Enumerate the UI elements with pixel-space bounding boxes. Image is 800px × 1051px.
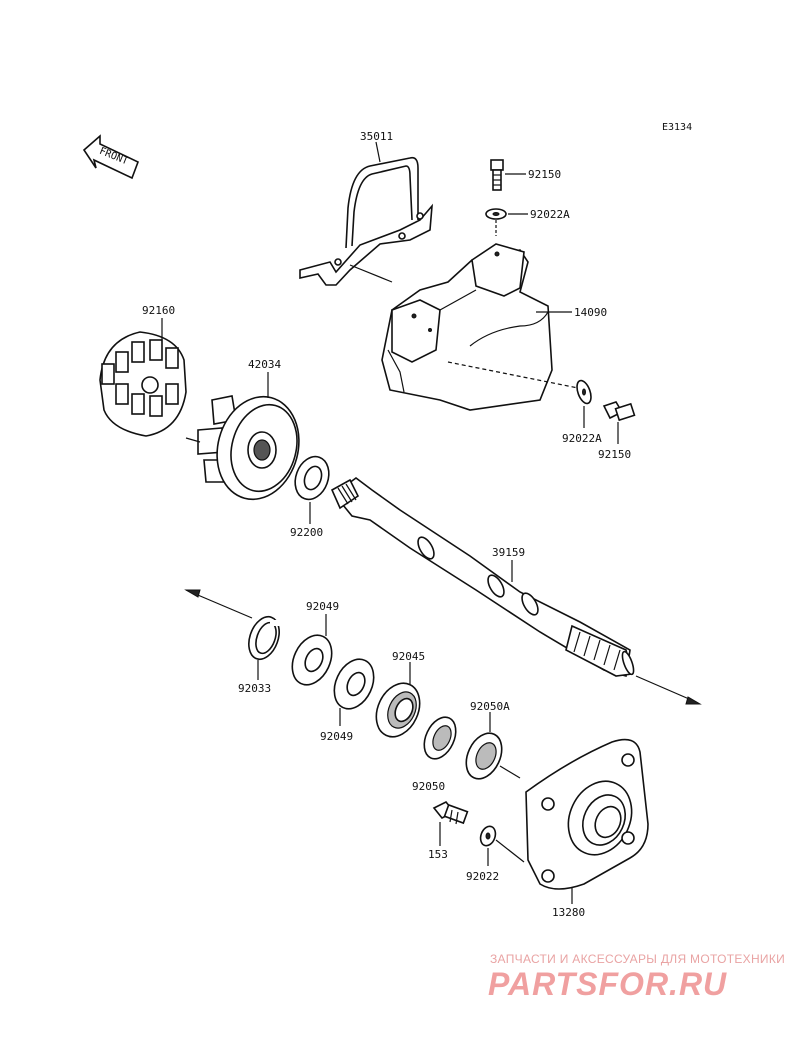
- bearing-92045: [375, 682, 421, 738]
- washer-92022A-top: [485, 208, 507, 220]
- seal-92050: [423, 716, 457, 760]
- label-92049-top: 92049: [306, 600, 339, 613]
- label-92150-bottom: 92150: [598, 448, 631, 461]
- housing-13280: [525, 738, 649, 890]
- label-92050: 92050: [412, 780, 445, 793]
- washer-92049-bottom: [333, 658, 375, 710]
- watermark-tagline: ЗАПЧАСТИ И АКСЕССУАРЫ ДЛЯ МОТОТЕХНИКИ: [490, 952, 786, 966]
- shaft-39159: [330, 477, 635, 678]
- snap-ring-92033: [248, 615, 280, 661]
- label-153: 153: [428, 848, 448, 861]
- bracket-35011: [299, 156, 434, 286]
- label-39159: 39159: [492, 546, 525, 559]
- label-92022A-bottom: 92022A: [562, 432, 602, 445]
- label-92045: 92045: [392, 650, 425, 663]
- label-92022: 92022: [466, 870, 499, 883]
- figure-code: E3134: [662, 122, 692, 133]
- label-13280: 13280: [552, 906, 585, 919]
- label-92022A-top: 92022A: [530, 208, 570, 221]
- label-92200: 92200: [290, 526, 323, 539]
- coupling-92160: [99, 331, 187, 437]
- label-92049-bottom: 92049: [320, 730, 353, 743]
- washer-92200: [294, 455, 330, 501]
- label-92160: 92160: [142, 304, 175, 317]
- watermark-logo: PARTSFOR.RU: [488, 966, 728, 1002]
- label-92050A: 92050A: [470, 700, 510, 713]
- bolt-92150-bottom: [602, 401, 636, 422]
- washer-92022A-bottom: [576, 379, 592, 405]
- label-14090: 14090: [574, 306, 607, 319]
- seal-92050A: [465, 732, 503, 780]
- front-arrow-icon: FRONT: [82, 134, 140, 180]
- label-92150-top: 92150: [528, 168, 561, 181]
- bolt-153: [432, 800, 469, 825]
- label-92033: 92033: [238, 682, 271, 695]
- impeller-42034: [197, 395, 300, 501]
- washer-92022: [479, 825, 497, 847]
- label-35011: 35011: [360, 130, 393, 143]
- bolt-92150-top: [490, 159, 504, 191]
- washer-92049-top: [291, 634, 333, 686]
- cover-14090: [381, 243, 553, 411]
- label-42034: 42034: [248, 358, 281, 371]
